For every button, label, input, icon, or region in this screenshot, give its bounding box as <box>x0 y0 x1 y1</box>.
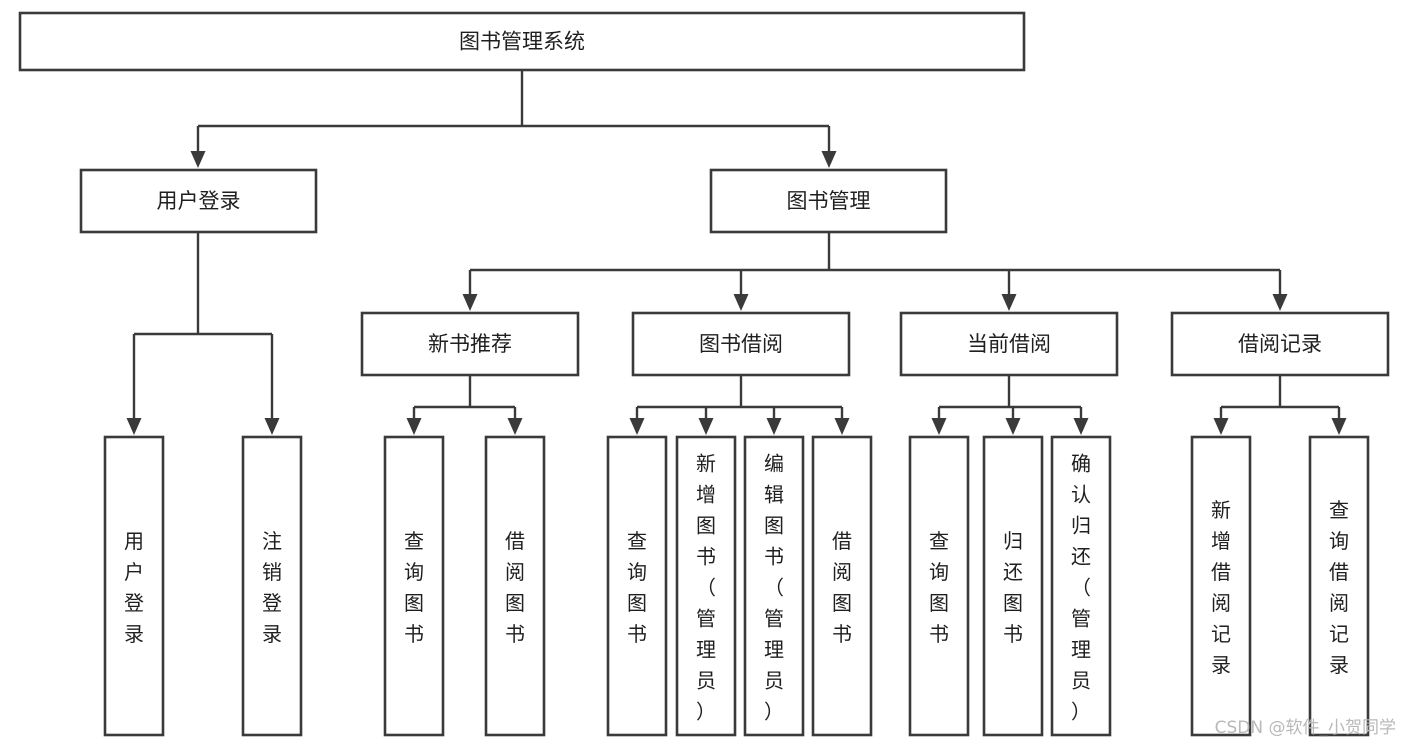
connector-layer <box>126 70 1347 435</box>
leaf-box[interactable] <box>383 435 445 737</box>
root-box[interactable] <box>18 11 1026 72</box>
connector-new-book-to-leaves <box>406 375 523 435</box>
leaf-node[interactable]: 查询图书 <box>908 435 970 737</box>
leaf-node[interactable]: 查询图书 <box>606 435 668 737</box>
leaf-box[interactable] <box>675 435 737 737</box>
leaf-label: 新增借阅记录 <box>1211 498 1231 677</box>
level3-label: 借阅记录 <box>1238 332 1322 356</box>
leaf-node[interactable]: 查询图书 <box>383 435 445 737</box>
level2-label: 用户登录 <box>157 189 241 213</box>
level2-box[interactable] <box>709 168 948 234</box>
leaf-node[interactable]: 归还图书 <box>982 435 1044 737</box>
arrow-head-icon <box>1272 294 1288 311</box>
csdn-watermark: CSDN @软件_小贺同学 <box>1215 718 1396 738</box>
leaf-node[interactable]: 注销登录 <box>241 435 303 737</box>
leaf-node[interactable]: 用户登录 <box>103 435 165 737</box>
level3-box[interactable] <box>631 311 851 377</box>
leaf-node[interactable]: 查询借阅记录 <box>1308 435 1370 737</box>
leaf-node[interactable]: 编辑图书（管理员） <box>743 435 805 737</box>
arrow-head-icon <box>406 418 422 435</box>
arrow-head-icon <box>834 418 850 435</box>
leaf-box[interactable] <box>743 435 805 737</box>
leaf-box[interactable] <box>241 435 303 737</box>
arrow-head-icon <box>126 418 142 435</box>
arrow-head-icon <box>931 418 947 435</box>
leaf-label: 新增图书（管理员） <box>696 452 716 724</box>
leaf-box[interactable] <box>1190 435 1252 737</box>
arrow-head-icon <box>766 418 782 435</box>
leaf-label: 确认归还（管理员） <box>1071 452 1091 724</box>
leaf-box[interactable] <box>908 435 970 737</box>
leaf-box[interactable] <box>1308 435 1370 737</box>
arrow-head-icon <box>1073 418 1089 435</box>
level2-node[interactable]: 用户登录 <box>79 168 318 234</box>
arrow-head-icon <box>507 418 523 435</box>
level3-node[interactable]: 图书借阅 <box>631 311 851 377</box>
level3-label: 新书推荐 <box>428 332 512 356</box>
arrow-head-icon <box>1213 418 1229 435</box>
connector-current-borrow-to-leaves <box>931 375 1089 435</box>
level3-box[interactable] <box>360 311 580 377</box>
leaf-box[interactable] <box>811 435 873 737</box>
arrow-head-icon <box>821 151 837 168</box>
leaf-node[interactable]: 新增图书（管理员） <box>675 435 737 737</box>
leaf-node[interactable]: 确认归还（管理员） <box>1050 435 1112 737</box>
root-label: 图书管理系统 <box>459 30 585 54</box>
leaf-label: 查询借阅记录 <box>1329 498 1349 677</box>
leaf-node[interactable]: 新增借阅记录 <box>1190 435 1252 737</box>
arrow-head-icon <box>1001 294 1017 311</box>
level3-node[interactable]: 借阅记录 <box>1170 311 1390 377</box>
connector-borrow-record-to-leaves <box>1213 375 1347 435</box>
leaf-box[interactable] <box>1050 435 1112 737</box>
level3-node[interactable]: 新书推荐 <box>360 311 580 377</box>
level3-label: 图书借阅 <box>699 332 783 356</box>
arrow-head-icon <box>1331 418 1347 435</box>
leaf-label: 归还图书 <box>1003 529 1023 646</box>
leaf-label: 借阅图书 <box>505 529 525 646</box>
node-layer: 图书管理系统用户登录图书管理新书推荐图书借阅当前借阅借阅记录用户登录注销登录查询… <box>18 11 1390 737</box>
leaf-box[interactable] <box>982 435 1044 737</box>
connector-user-login-to-leaves <box>126 232 280 435</box>
leaf-label: 查询图书 <box>929 529 949 646</box>
leaf-label: 用户登录 <box>124 529 144 646</box>
leaf-label: 借阅图书 <box>832 529 852 646</box>
leaf-label: 注销登录 <box>262 529 282 646</box>
leaf-node[interactable]: 借阅图书 <box>811 435 873 737</box>
arrow-head-icon <box>733 294 749 311</box>
level3-node[interactable]: 当前借阅 <box>899 311 1119 377</box>
arrow-head-icon <box>190 151 206 168</box>
leaf-box[interactable] <box>606 435 668 737</box>
leaf-node[interactable]: 借阅图书 <box>484 435 546 737</box>
level3-label: 当前借阅 <box>967 332 1051 356</box>
connector-borrow-to-leaves <box>629 375 850 435</box>
leaf-box[interactable] <box>103 435 165 737</box>
leaf-label: 编辑图书（管理员） <box>764 452 784 724</box>
leaf-label: 查询图书 <box>627 529 647 646</box>
arrow-head-icon <box>462 294 478 311</box>
level2-box[interactable] <box>79 168 318 234</box>
leaf-label: 查询图书 <box>404 529 424 646</box>
root-node[interactable]: 图书管理系统 <box>18 11 1026 72</box>
arrow-head-icon <box>629 418 645 435</box>
level3-box[interactable] <box>1170 311 1390 377</box>
connector-book-manage-to-level3 <box>462 232 1288 311</box>
arrow-head-icon <box>698 418 714 435</box>
leaf-box[interactable] <box>484 435 546 737</box>
level2-label: 图书管理 <box>787 189 871 213</box>
arrow-head-icon <box>264 418 280 435</box>
arrow-head-icon <box>1005 418 1021 435</box>
level3-box[interactable] <box>899 311 1119 377</box>
connector-root-to-level2 <box>190 70 837 168</box>
level2-node[interactable]: 图书管理 <box>709 168 948 234</box>
